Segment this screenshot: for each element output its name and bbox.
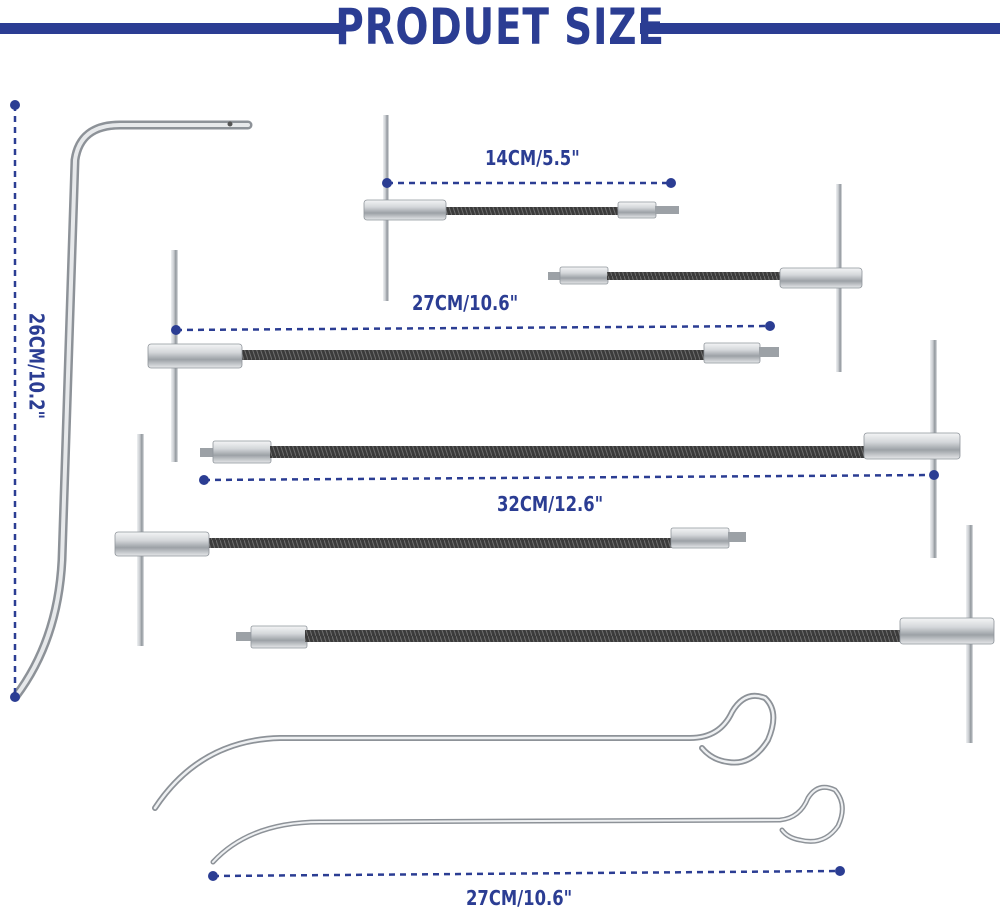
medium-rod-dimension-line <box>171 321 775 335</box>
medium-t-rod <box>147 250 779 462</box>
loop-rod-length-label: 27CM/10.6" <box>466 886 573 910</box>
loop-rod-b <box>210 784 845 865</box>
long-rod-length-label: 32CM/12.6" <box>497 492 604 516</box>
page-title: PRODUET SIZE <box>335 0 665 56</box>
medium-rod-length-label: 27CM/10.6" <box>412 291 519 315</box>
short-rod-length-label: 14CM/5.5" <box>485 146 580 170</box>
medium-t-rod-b <box>114 434 746 646</box>
header-rule-right <box>640 23 1000 34</box>
long-t-rod-a <box>200 340 961 558</box>
loop-rod-dimension-line <box>208 866 845 881</box>
hook-rod <box>11 120 253 701</box>
short-t-rod-a <box>363 115 679 301</box>
hook-rod-height-label: 26CM/10.2" <box>24 312 49 420</box>
short-t-rod-b <box>548 184 863 372</box>
header-rule-left <box>0 23 345 34</box>
long-rod-dimension-line <box>199 470 939 485</box>
loop-rod-a <box>152 692 777 811</box>
hook-rod-dimension-line <box>10 100 20 702</box>
short-rod-dimension-line <box>382 178 676 188</box>
long-t-rod-b <box>236 525 995 743</box>
